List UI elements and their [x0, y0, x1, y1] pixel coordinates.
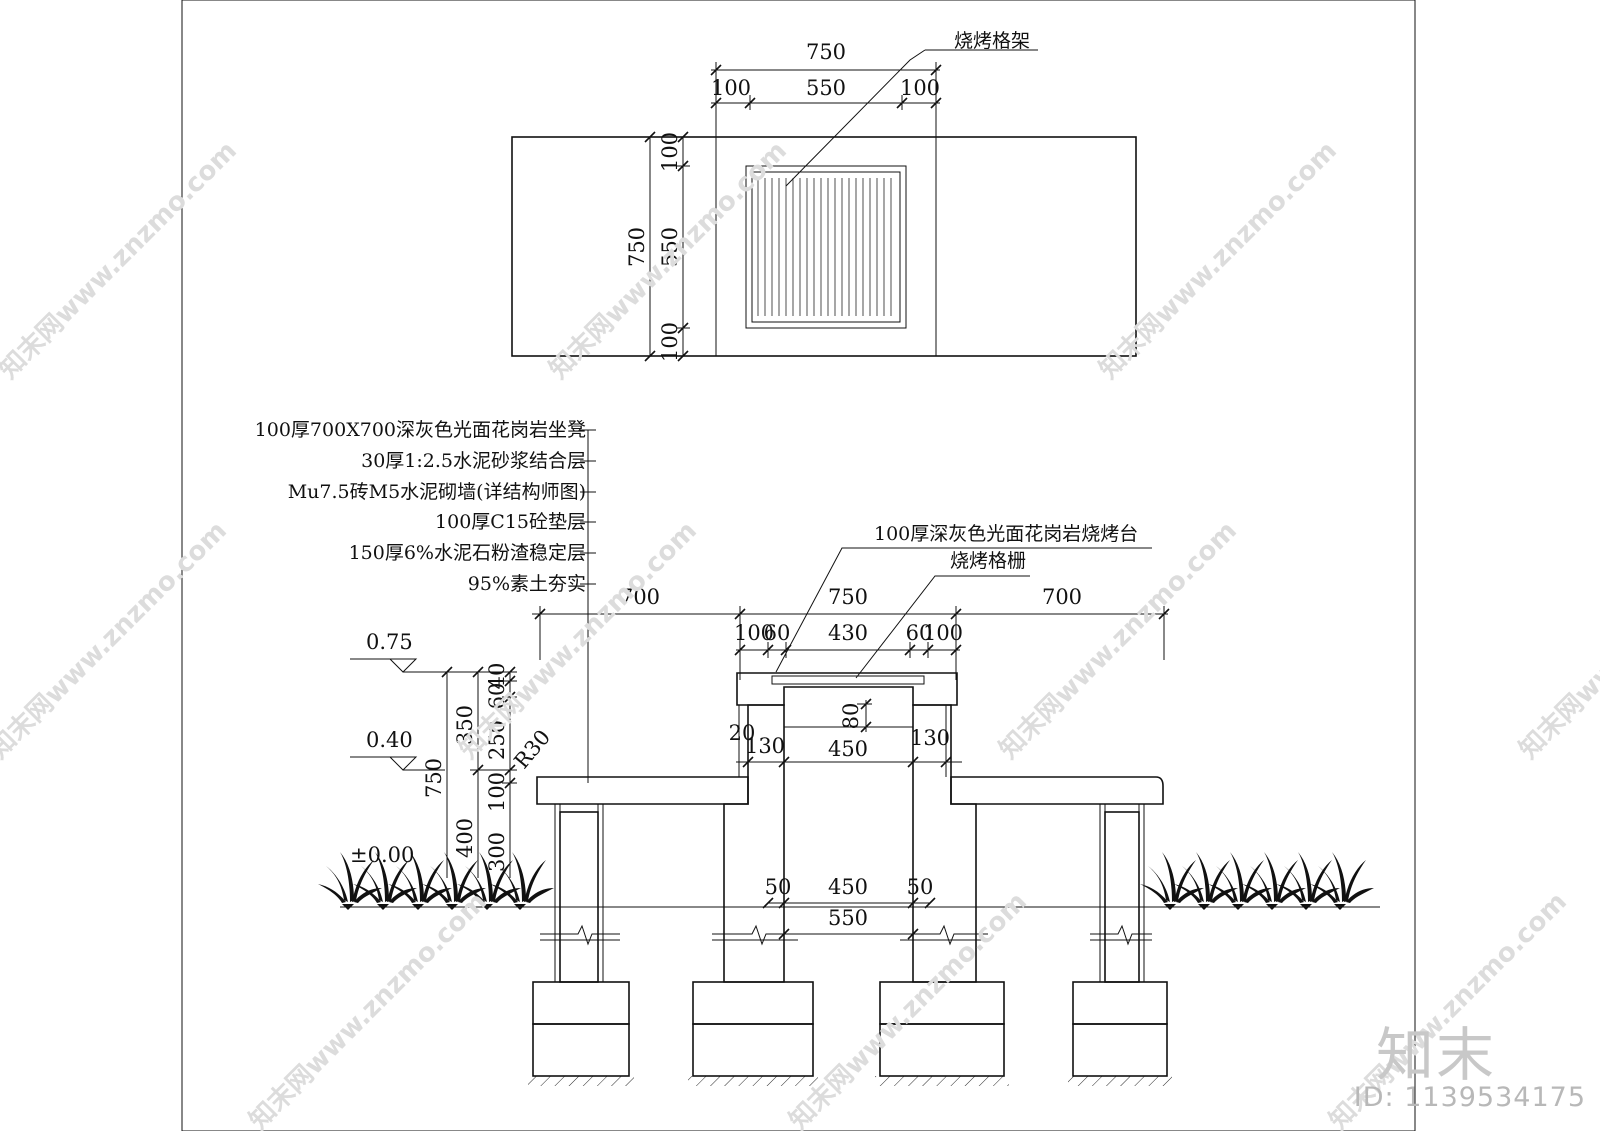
brand-id: ID: 1139534175: [1353, 1082, 1586, 1113]
elev-040: 0.40: [366, 728, 413, 752]
dim-100-b: 100: [923, 621, 963, 645]
plan-vdim-top: 100: [658, 132, 682, 172]
material-4: 100厚C15砼垫层: [435, 511, 586, 533]
watermark-1: 知末网www.znzmo.com: [0, 136, 243, 385]
vdim-350: 350: [453, 705, 477, 745]
plan-dim-mid: 550: [806, 76, 846, 100]
vdim-40: 40: [485, 663, 509, 690]
plan-dim-right: 100: [900, 76, 940, 100]
dim-430: 430: [828, 621, 868, 645]
plan-dim-left: 100: [711, 76, 751, 100]
dim-50-b: 50: [907, 875, 934, 899]
material-6: 95%素土夯实: [468, 573, 586, 595]
plan-grill-label: 烧烤格架: [954, 30, 1030, 52]
brand-logo: 知末: [1375, 1021, 1496, 1089]
watermark-9: 知末网www.znzmo.com: [784, 887, 1033, 1131]
bbq-grate: [771, 675, 925, 685]
grate-label: 烧烤格栅: [950, 550, 1026, 572]
vdim-750: 750: [422, 758, 446, 798]
radius-r30: R30: [509, 725, 555, 773]
plan-vdim-total: 750: [625, 227, 649, 267]
right-seat-leg: [1104, 811, 1140, 983]
dim-20: 20: [729, 721, 756, 745]
grill-frame-inner: [751, 171, 901, 323]
material-2: 30厚1:2.5水泥砂浆结合层: [361, 450, 586, 472]
sheet-border: [181, 0, 1416, 1131]
elev-075: 0.75: [366, 630, 413, 654]
dim-450-top: 450: [828, 737, 868, 761]
material-5: 150厚6%水泥石粉渣稳定层: [349, 542, 586, 564]
plan-outline: [511, 136, 1137, 357]
watermark-4: 知末网www.znzmo.com: [0, 516, 233, 765]
foundations: [528, 981, 1172, 1086]
dim-60-a: 60: [764, 621, 791, 645]
plan-vdim-mid: 550: [658, 227, 682, 267]
dim-80: 80: [839, 703, 863, 730]
grass-right: [1140, 852, 1374, 910]
vdim-400: 400: [453, 818, 477, 858]
watermark-8: 知末网www.znzmo.com: [244, 887, 493, 1131]
grill-slats: [757, 178, 892, 316]
section-view: 100厚700X700深灰色光面花岗岩坐凳 30厚1:2.5水泥砂浆结合层 Mu…: [255, 419, 1380, 1086]
material-3: Mu7.5砖M5水泥砌墙(详结构师图): [288, 481, 586, 503]
material-1: 100厚700X700深灰色光面花岗岩坐凳: [255, 419, 586, 441]
dim-130-a: 130: [745, 734, 785, 758]
elev-000: ±0.00: [350, 843, 414, 867]
grill-frame-outer: [745, 165, 907, 329]
dim-130-b: 130: [910, 726, 950, 750]
watermark-3: 知末网www.znzmo.com: [1094, 136, 1343, 385]
left-seat-leg: [559, 811, 599, 983]
dim-700-right: 700: [1042, 585, 1082, 609]
watermark-7: 知末网www.znzmo.com: [1514, 516, 1600, 765]
vdim-250: 250: [485, 720, 509, 760]
dim-60-b: 60: [906, 621, 933, 645]
vdim-100: 100: [485, 772, 509, 812]
plan-vdim-bottom: 100: [658, 322, 682, 362]
plan-view: 750 100 550 100 烧烤格架 750 100 550 100: [511, 30, 1137, 362]
bbq-top-label: 100厚深灰色光面花岗岩烧烤台: [874, 523, 1138, 545]
dim-450-bottom: 450: [828, 875, 868, 899]
vdim-60: 60: [485, 683, 509, 710]
vdim-300: 300: [485, 832, 509, 872]
break-lines: [540, 924, 1152, 946]
dim-100-a: 100: [734, 621, 774, 645]
right-seat-slab: [950, 776, 1164, 805]
dim-700-left: 700: [620, 585, 660, 609]
dim-50-a: 50: [765, 875, 792, 899]
plan-dim-total: 750: [806, 40, 846, 64]
inner-dims: 80 20 130 130 450 50 450: [729, 698, 962, 940]
left-seat-slab: [536, 776, 749, 805]
watermark-6: 知末网www.znzmo.com: [994, 516, 1243, 765]
elevation-markers: 0.75 0.40 ±0.00: [350, 630, 445, 867]
material-callouts: 100厚700X700深灰色光面花岗岩坐凳 30厚1:2.5水泥砂浆结合层 Mu…: [255, 419, 596, 783]
dim-750: 750: [828, 585, 868, 609]
dim-550: 550: [828, 906, 868, 930]
